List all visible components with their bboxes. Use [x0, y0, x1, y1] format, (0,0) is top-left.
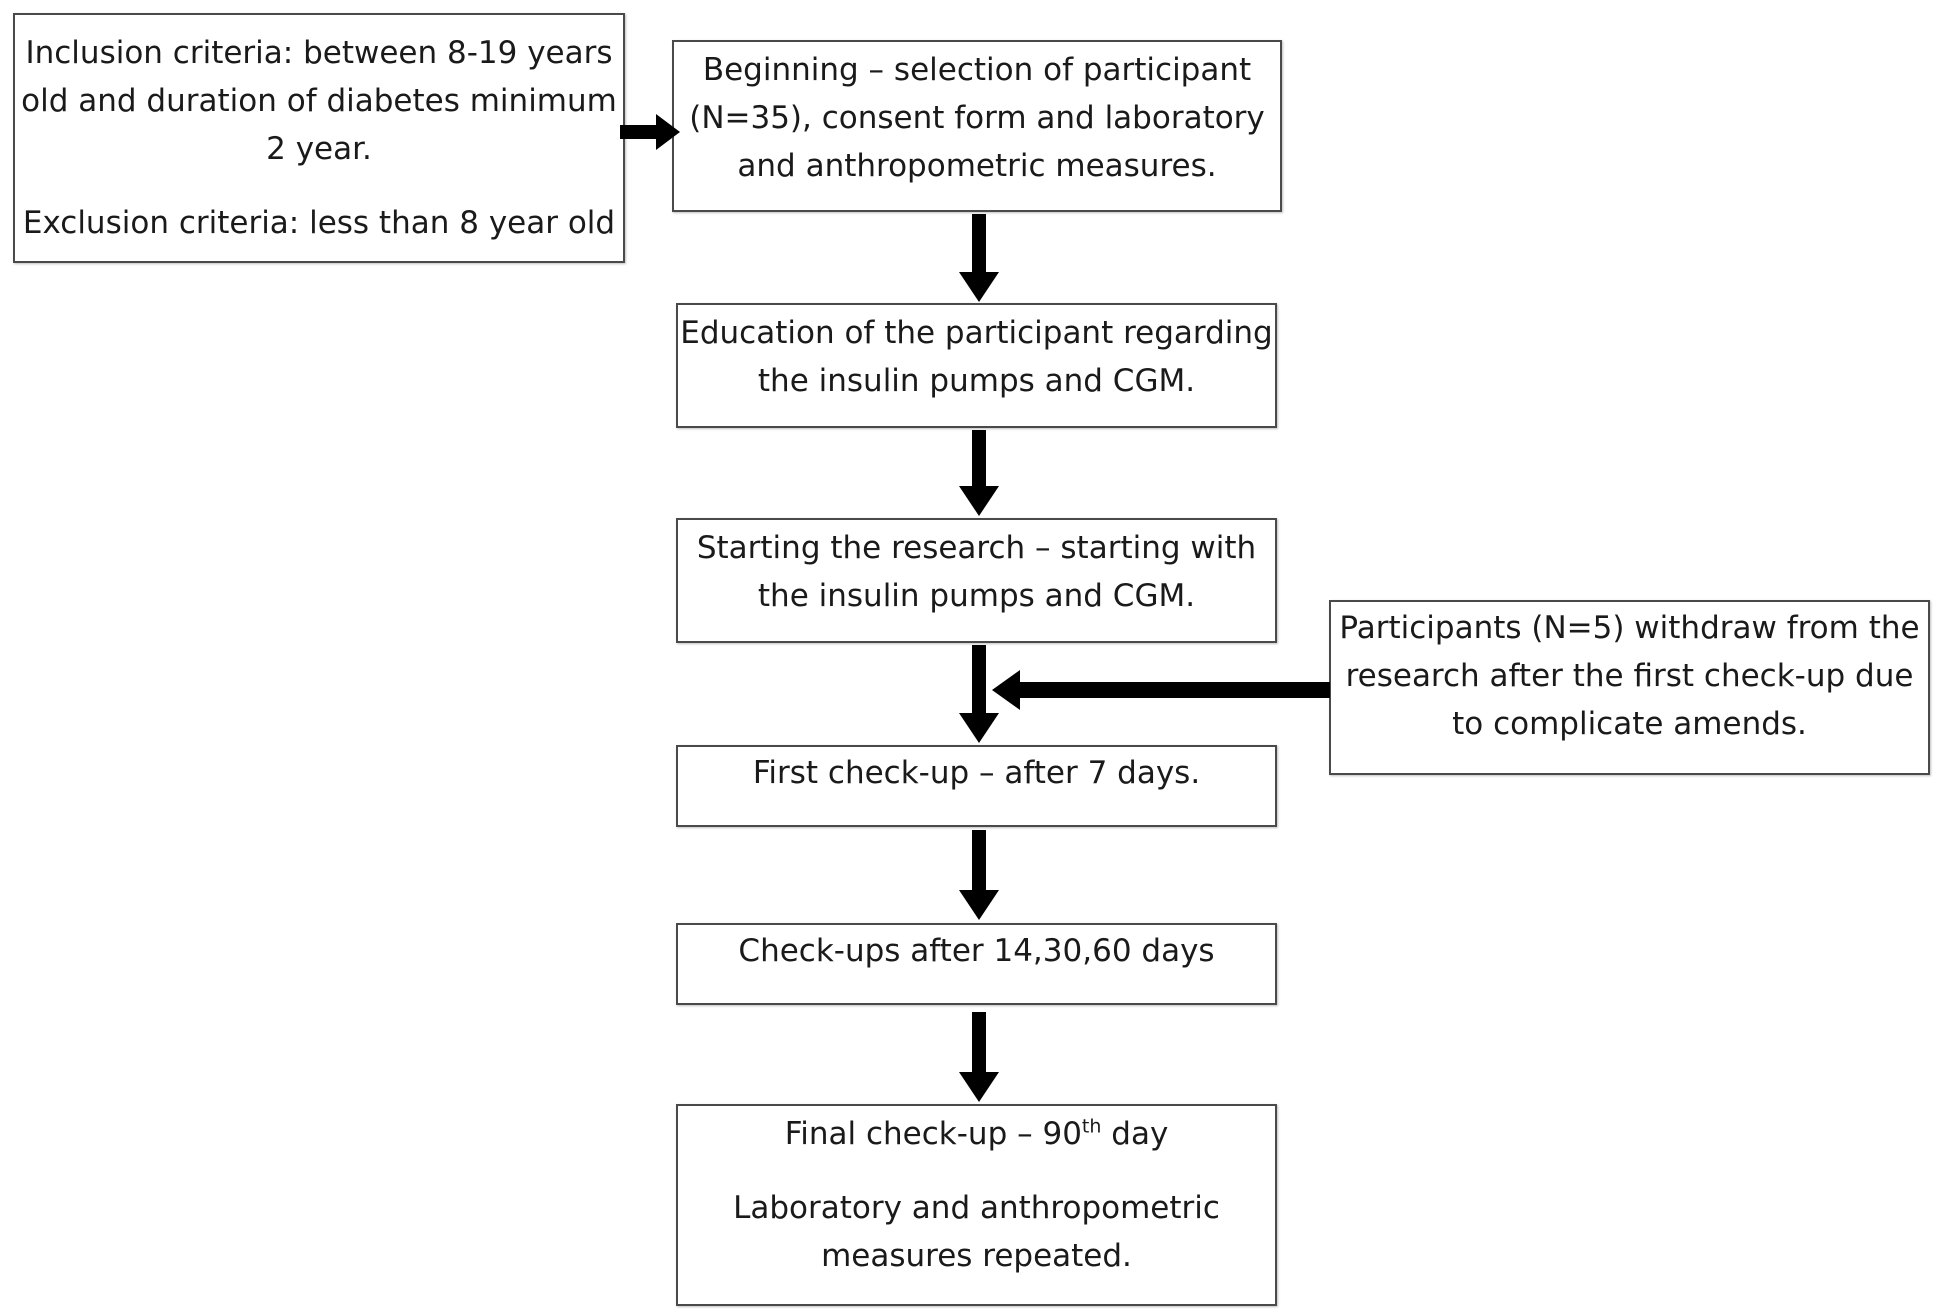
arrow-right-criteria — [620, 112, 682, 152]
arrow-down-2 — [958, 430, 1000, 518]
criteria-box: Inclusion criteria: between 8-19 years o… — [13, 13, 625, 263]
final-checkup-suffix: day — [1101, 1116, 1169, 1152]
education-line-1: Education of the participant regarding — [680, 315, 1273, 351]
arrow-right-icon — [620, 114, 680, 150]
final-checkup-prefix: Final check-up – 90 — [784, 1116, 1082, 1152]
arrow-left-withdrawal — [990, 668, 1330, 712]
first-checkup-label: First check-up – after 7 days. — [752, 755, 1201, 791]
arrow-down-icon — [959, 214, 999, 302]
inclusion-criteria-line-3: 2 year. — [266, 131, 372, 167]
inclusion-criteria-line-1: Inclusion criteria: between 8-19 years — [25, 35, 613, 71]
withdrawal-line-2: research after the first check-up due — [1345, 658, 1914, 694]
checkups-label: Check-ups after 14,30,60 days — [738, 933, 1215, 969]
education-line-2: the insulin pumps and CGM. — [757, 363, 1196, 399]
arrow-down-icon — [959, 830, 999, 920]
final-checkup-box: Final check-up – 90th day Laboratory and… — [676, 1104, 1277, 1306]
withdrawal-line-3: to complicate amends. — [1452, 706, 1807, 742]
exclusion-criteria: Exclusion criteria: less than 8 year old — [22, 205, 616, 241]
arrow-down-icon — [959, 645, 999, 743]
beginning-line-2: (N=35), consent form and laboratory — [689, 100, 1265, 136]
arrow-down-5 — [958, 1012, 1000, 1104]
final-repeat-line-1: Laboratory and anthropometric — [733, 1190, 1220, 1226]
final-checkup-superscript: th — [1081, 1115, 1102, 1138]
withdrawal-line-1: Participants (N=5) withdraw from the — [1339, 610, 1920, 646]
checkups-box: Check-ups after 14,30,60 days — [676, 923, 1277, 1005]
arrow-down-4 — [958, 830, 1000, 922]
education-box: Education of the participant regarding t… — [676, 303, 1277, 428]
starting-line-2: the insulin pumps and CGM. — [757, 578, 1196, 614]
arrow-left-icon — [992, 670, 1330, 710]
arrow-down-3 — [958, 645, 1000, 745]
beginning-line-3: and anthropometric measures. — [737, 148, 1217, 184]
arrow-down-1 — [958, 214, 1000, 304]
final-checkup-title: Final check-up – 90th day — [678, 1110, 1275, 1158]
inclusion-criteria-line-2: old and duration of diabetes minimum — [21, 83, 617, 119]
arrow-down-icon — [959, 430, 999, 516]
final-repeat-line-2: measures repeated. — [821, 1238, 1132, 1274]
beginning-box: Beginning – selection of participant (N=… — [672, 40, 1282, 212]
withdrawal-box: Participants (N=5) withdraw from the res… — [1329, 600, 1930, 775]
beginning-line-1: Beginning – selection of participant — [702, 52, 1252, 88]
first-checkup-box: First check-up – after 7 days. — [676, 745, 1277, 827]
starting-line-1: Starting the research – starting with — [696, 530, 1257, 566]
starting-research-box: Starting the research – starting with th… — [676, 518, 1277, 643]
arrow-down-icon — [959, 1012, 999, 1102]
